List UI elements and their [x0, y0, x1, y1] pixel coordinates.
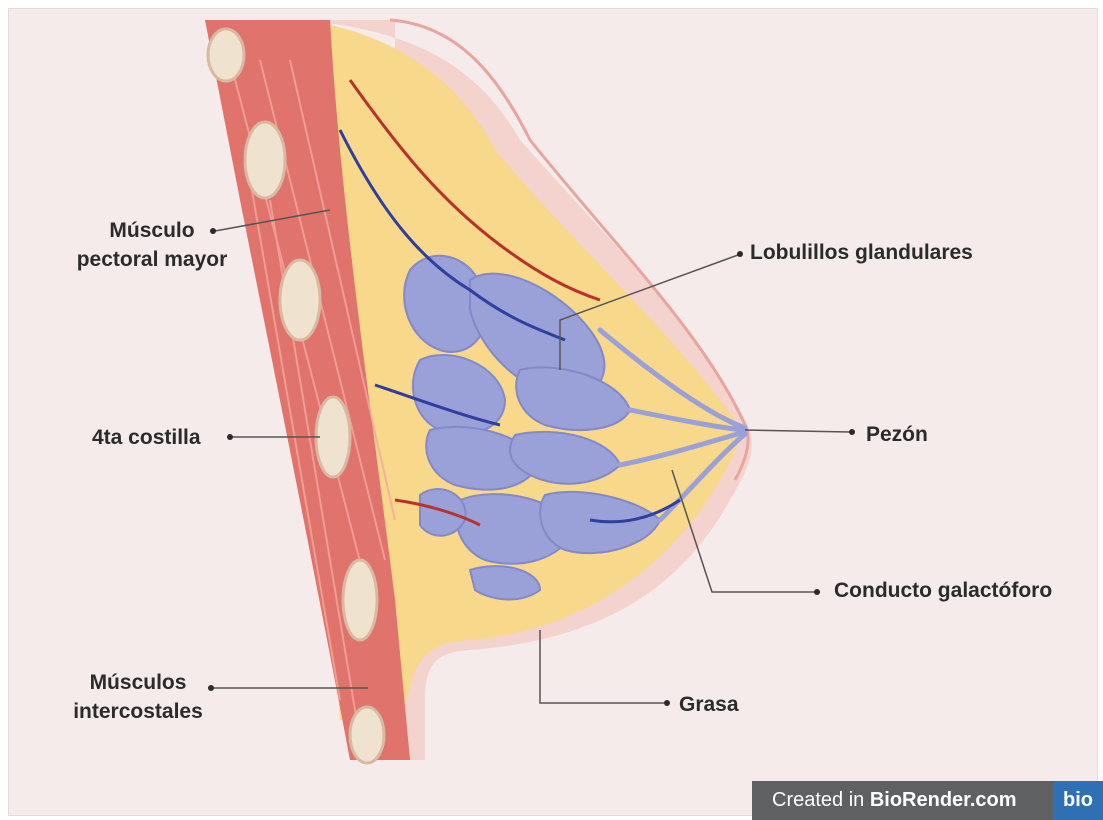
- label-musculo-pectoral: Músculo pectoral mayor: [62, 216, 242, 274]
- label-costilla: 4ta costilla: [92, 423, 201, 452]
- credit-brand: BioRender.com: [870, 789, 1017, 811]
- label-musculos-intercostales-line2: intercostales: [58, 697, 218, 726]
- label-pezon: Pezón: [866, 420, 928, 449]
- rib-5: [343, 560, 377, 640]
- credit-prefix: Created in: [772, 789, 870, 811]
- label-grasa: Grasa: [679, 690, 739, 719]
- rib-3: [280, 260, 320, 340]
- label-conducto: Conducto galactóforo: [834, 576, 1052, 605]
- label-musculo-pectoral-line2: pectoral mayor: [62, 245, 242, 274]
- rib-1: [208, 29, 244, 81]
- label-musculo-pectoral-line1: Músculo: [62, 216, 242, 245]
- biorender-logo-icon: bio: [1053, 781, 1103, 820]
- rib-2: [245, 122, 285, 198]
- credit-text: Created in BioRender.com: [772, 781, 1017, 820]
- biorender-credit[interactable]: Created in BioRender.com bio: [752, 781, 1103, 820]
- label-musculos-intercostales: Músculos intercostales: [58, 668, 218, 726]
- label-musculos-intercostales-line1: Músculos: [58, 668, 218, 697]
- label-lobulillos: Lobulillos glandulares: [750, 238, 973, 267]
- rib-6: [350, 707, 384, 763]
- rib-4: [316, 397, 350, 477]
